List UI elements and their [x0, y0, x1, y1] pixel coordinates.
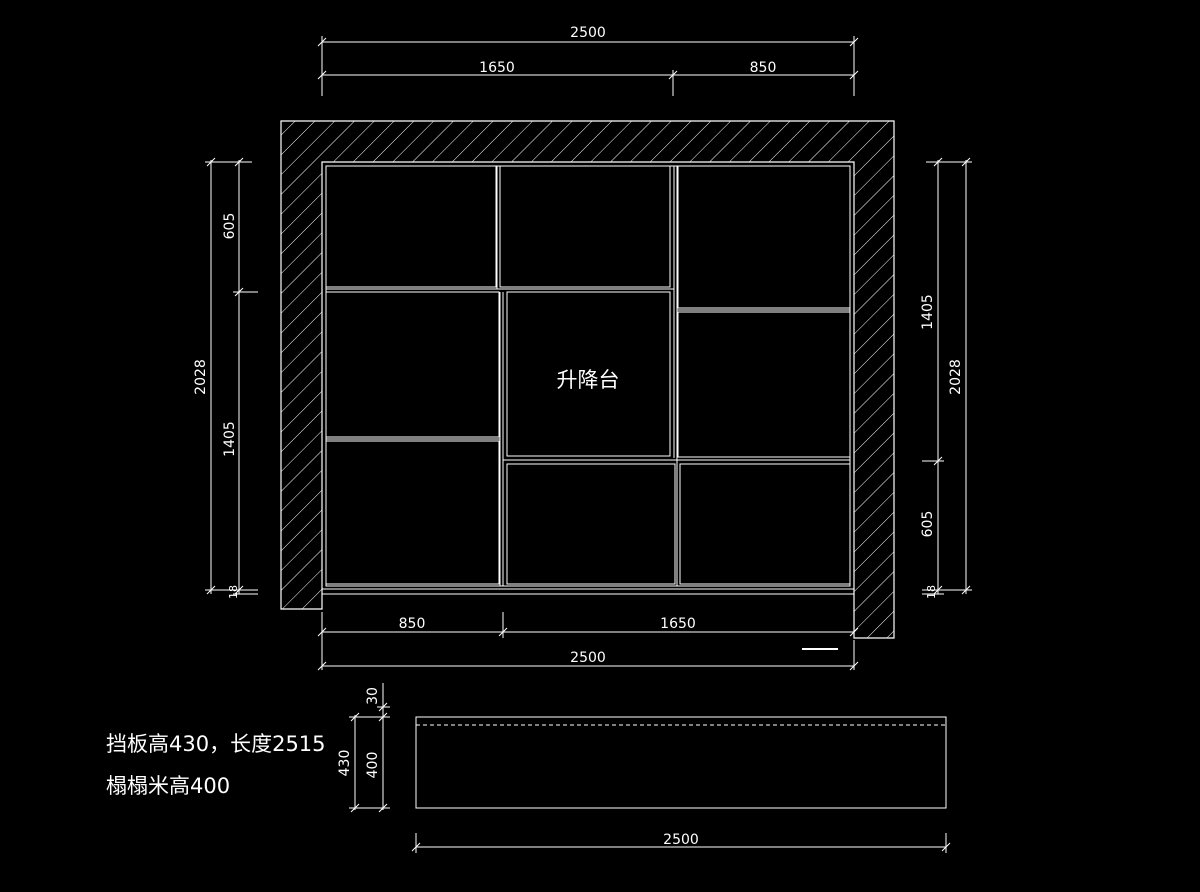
note-baffle: 挡板高430，长度2515 [106, 732, 326, 756]
bottom-dimensions [318, 612, 858, 670]
dim-right-lower: 605 [920, 511, 936, 538]
module-mid-left [326, 292, 499, 437]
dim-elevation-body: 400 [365, 752, 381, 779]
dim-right-small: 18 [925, 585, 938, 599]
module-lifting-table [507, 292, 670, 456]
baffle-outline [416, 717, 946, 808]
dim-right-upper: 1405 [920, 294, 936, 330]
right-dimensions [922, 158, 972, 594]
dim-elevation-total: 430 [337, 750, 353, 777]
dim-top-right: 850 [750, 60, 777, 76]
platform-outer-edge [322, 162, 854, 594]
left-dimensions [205, 158, 258, 594]
dim-left-upper: 605 [222, 213, 238, 240]
dim-bottom-left: 850 [399, 616, 426, 632]
lifting-table-label: 升降台 [557, 368, 620, 392]
dim-elevation-top: 30 [365, 687, 381, 705]
dim-top-total: 2500 [570, 25, 606, 41]
dim-left-small: 18 [227, 585, 240, 599]
dim-bottom-total: 2500 [570, 650, 606, 666]
top-dimensions [318, 36, 858, 96]
module-bottom-left [326, 441, 499, 584]
module-top-middle [500, 166, 670, 287]
baffle-elevation [416, 717, 946, 808]
dim-bottom-right: 1650 [660, 616, 696, 632]
module-top-left [326, 166, 496, 287]
dim-left-total: 2028 [193, 359, 209, 395]
elevation-height-dimensions [349, 683, 390, 812]
module-bottom-middle [507, 464, 675, 584]
module-bottom-right [680, 464, 850, 584]
dim-elevation-width: 2500 [663, 832, 699, 848]
dim-right-total: 2028 [948, 359, 964, 395]
elevation-width-dimension [412, 833, 950, 853]
dim-top-left: 1650 [479, 60, 515, 76]
note-tatami-height: 榻榻米高400 [106, 774, 230, 798]
module-mid-right [678, 312, 850, 457]
module-top-right [678, 166, 850, 308]
tatami-platform [322, 162, 854, 594]
dim-left-lower: 1405 [222, 421, 238, 457]
